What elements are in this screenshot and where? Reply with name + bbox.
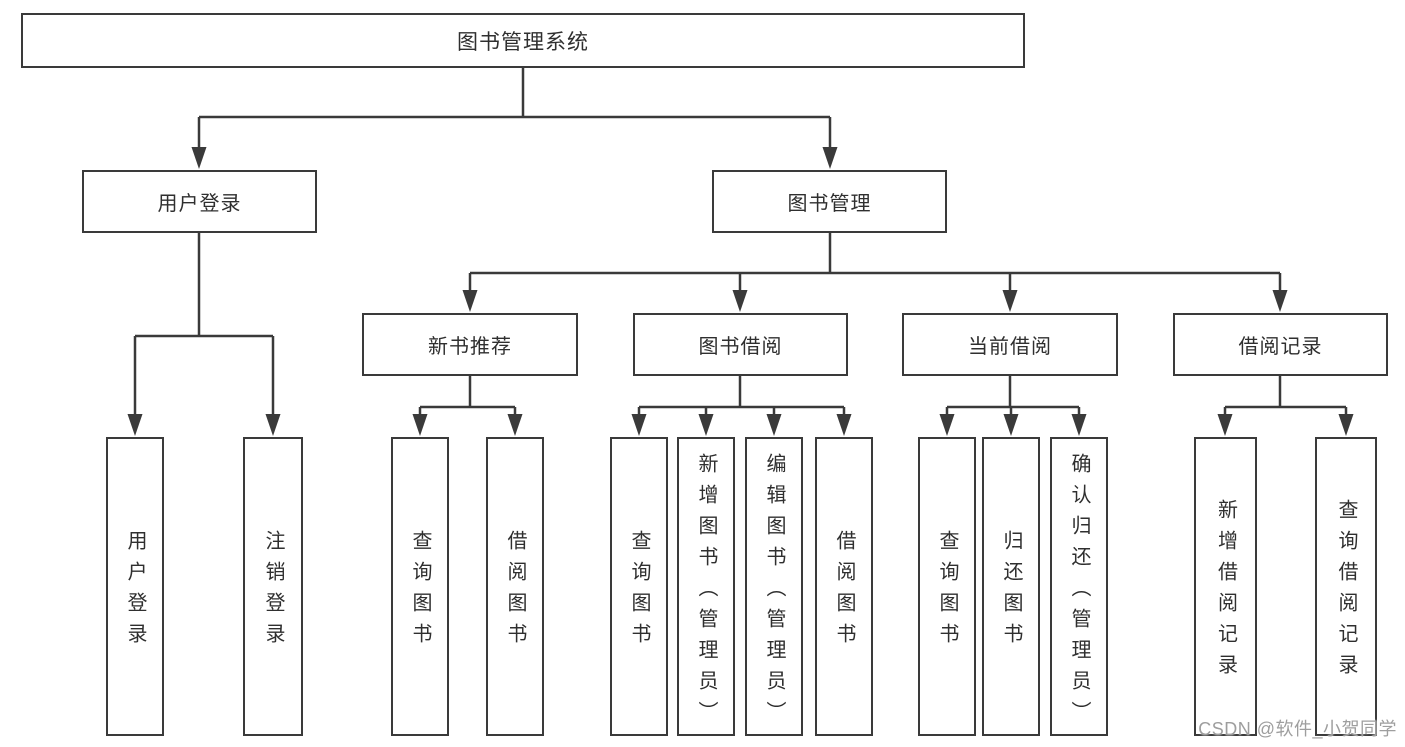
leaf-logout-label: 注销登录 — [262, 530, 284, 654]
node-library-system-label: 图书管理系统 — [457, 30, 589, 54]
node-book-management: 图书管理 — [712, 170, 947, 233]
node-user-login-label: 用户登录 — [157, 193, 242, 215]
node-new-book-recommend: 新书推荐 — [362, 313, 578, 376]
node-new-book-recommend-label: 新书推荐 — [428, 336, 512, 358]
leaf-newbook-query-books-label: 查询图书 — [409, 530, 431, 654]
node-book-borrow-label: 图书借阅 — [698, 336, 783, 358]
leaf-borrow-books-label: 借阅图书 — [833, 530, 855, 654]
csdn-watermark: CSDN @软件_小贺同学 — [1198, 719, 1397, 739]
leaf-add-books-admin: 新增图书（管理员） — [677, 437, 735, 736]
leaf-logout: 注销登录 — [243, 437, 303, 736]
leaf-edit-books-admin-label: 编辑图书（管理员） — [763, 452, 785, 732]
leaf-newbook-borrow-books-label: 借阅图书 — [504, 530, 526, 654]
node-book-borrow: 图书借阅 — [633, 313, 848, 376]
node-book-management-label: 图书管理 — [787, 193, 872, 215]
leaf-return-books: 归还图书 — [982, 437, 1040, 736]
leaf-confirm-return-admin-label: 确认归还（管理员） — [1068, 452, 1090, 732]
leaf-user-login-label: 用户登录 — [124, 530, 146, 654]
leaf-query-borrow-record-label: 查询借阅记录 — [1335, 499, 1357, 685]
leaf-confirm-return-admin: 确认归还（管理员） — [1050, 437, 1108, 736]
leaf-borrow-query-books: 查询图书 — [610, 437, 668, 736]
leaf-user-login: 用户登录 — [106, 437, 164, 736]
node-borrow-records-label: 借阅记录 — [1238, 336, 1323, 358]
leaf-edit-books-admin: 编辑图书（管理员） — [745, 437, 803, 736]
leaf-borrow-books: 借阅图书 — [815, 437, 873, 736]
leaf-return-books-label: 归还图书 — [1000, 530, 1022, 654]
leaf-current-query-books: 查询图书 — [918, 437, 976, 736]
leaf-add-borrow-record-label: 新增借阅记录 — [1214, 499, 1237, 685]
leaf-current-query-books-label: 查询图书 — [936, 530, 958, 654]
node-current-borrow-label: 当前借阅 — [968, 336, 1052, 358]
leaf-newbook-borrow-books: 借阅图书 — [486, 437, 544, 736]
node-borrow-records: 借阅记录 — [1173, 313, 1388, 376]
node-user-login: 用户登录 — [82, 170, 317, 233]
leaf-query-borrow-record: 查询借阅记录 — [1315, 437, 1377, 736]
leaf-add-borrow-record: 新增借阅记录 — [1194, 437, 1257, 736]
node-current-borrow: 当前借阅 — [902, 313, 1118, 376]
node-library-system: 图书管理系统 — [21, 13, 1025, 68]
leaf-add-books-admin-label: 新增图书（管理员） — [695, 452, 717, 732]
leaf-newbook-query-books: 查询图书 — [391, 437, 449, 736]
leaf-borrow-query-books-label: 查询图书 — [628, 530, 650, 654]
